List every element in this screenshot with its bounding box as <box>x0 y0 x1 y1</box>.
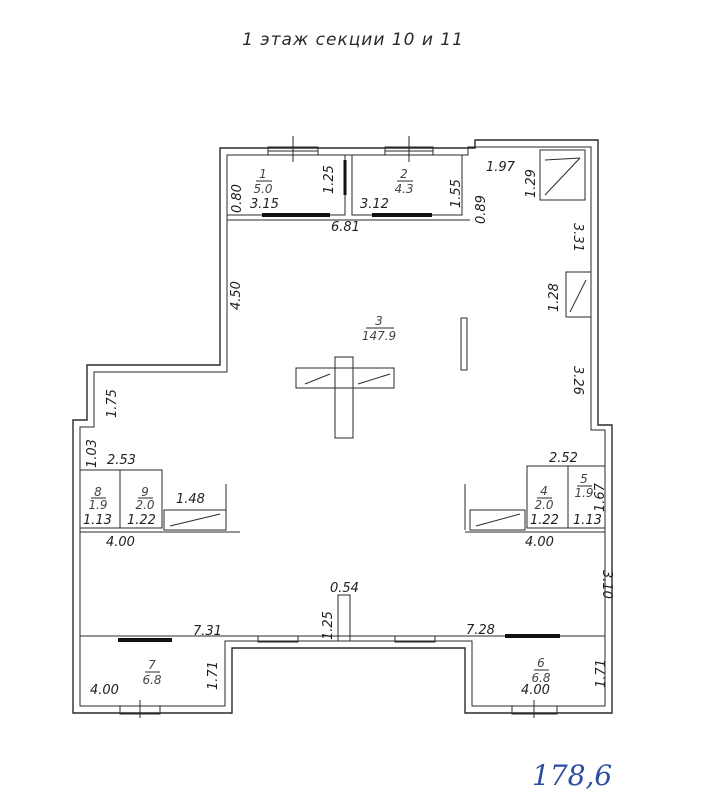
plan-title: 1 этаж секции 10 и 11 <box>242 30 464 50</box>
window-bottom-right <box>511 700 558 718</box>
window-top-2 <box>384 136 434 162</box>
dimension-labels: 0.80 3.15 1.25 3.12 1.55 0.89 6.81 1.97 … <box>83 160 614 698</box>
right-room-block <box>464 465 606 533</box>
dim-room5-w: 1.13 <box>573 513 602 528</box>
room-9-area: 2.0 <box>135 498 154 512</box>
dim-column-h: 1.25 <box>321 611 336 640</box>
room-4-area: 2.0 <box>534 498 553 512</box>
total-area-handwritten: 178,6 <box>532 759 612 792</box>
dim-right-span: 4.00 <box>525 535 554 550</box>
outer-walls <box>72 139 613 714</box>
window-mid-bottom <box>257 635 436 643</box>
room-6-number: 6 <box>537 656 545 670</box>
dim-right-niche: 1.28 <box>547 283 562 312</box>
dim-top-span: 6.81 <box>331 220 360 235</box>
dim-right-block-w: 2.52 <box>549 451 578 466</box>
dim-left-span: 4.00 <box>106 535 135 550</box>
stair-box <box>539 149 586 201</box>
vertical-element <box>460 317 468 371</box>
dim-room5-h: 1.67 <box>593 482 608 512</box>
dim-bottom-right-span: 7.28 <box>466 623 495 638</box>
dim-left-shelf-w: 1.48 <box>176 492 205 507</box>
dim-room6-h: 1.71 <box>594 659 609 688</box>
room-5-number: 5 <box>580 472 588 486</box>
room-1-area: 5.0 <box>253 182 272 196</box>
room-7-area: 6.8 <box>142 673 161 687</box>
room-7-number: 7 <box>148 658 156 672</box>
dim-room1-h: 1.25 <box>322 165 337 194</box>
dim-room1-w: 3.15 <box>250 197 279 212</box>
right-niche <box>565 271 592 318</box>
dim-right-mid-h: 3.10 <box>599 570 614 599</box>
dim-gap-h: 0.89 <box>474 195 489 224</box>
dim-left-small: 1.03 <box>85 439 100 468</box>
dim-room2-w: 3.12 <box>360 197 389 212</box>
dim-left-block-w: 2.53 <box>107 453 136 468</box>
left-room-block <box>79 469 240 533</box>
dim-left-upper: 4.50 <box>229 281 244 310</box>
dim-top-left-room-h: 0.80 <box>230 184 245 213</box>
room-2-number: 2 <box>400 167 408 181</box>
dim-room8-w: 1.13 <box>83 513 112 528</box>
bottom-pillar <box>337 594 351 642</box>
dim-room6-w: 4.00 <box>521 683 550 698</box>
dim-right-lower: 3.26 <box>570 366 585 395</box>
dim-left-step: 1.75 <box>105 389 120 418</box>
room-4-number: 4 <box>540 484 548 498</box>
window-bottom-left <box>119 700 161 718</box>
room-3-area: 147.9 <box>362 329 396 343</box>
dim-column-w: 0.54 <box>330 581 359 596</box>
dim-room7-h: 1.71 <box>206 661 221 690</box>
dim-stair-w: 1.97 <box>486 160 516 175</box>
room-6-area: 6.8 <box>531 671 550 685</box>
room-2-area: 4.3 <box>394 182 413 196</box>
dim-room2-h: 1.55 <box>449 179 464 208</box>
dim-stair-h: 1.29 <box>524 169 539 198</box>
dim-right-upper: 3.31 <box>570 223 585 252</box>
room-labels: 1 5.0 2 4.3 3 147.9 8 1.9 9 2.0 4 2.0 5 … <box>88 167 593 687</box>
room-1-number: 1 <box>259 167 267 181</box>
dim-room9-w: 1.22 <box>127 513 156 528</box>
room-8-number: 8 <box>94 485 102 499</box>
room-5-area: 1.9 <box>574 486 593 500</box>
central-column <box>295 356 395 439</box>
dim-bottom-left-span: 7.31 <box>193 624 222 639</box>
room-3-number: 3 <box>375 314 383 328</box>
window-top-1 <box>267 136 319 162</box>
dim-room4-w: 1.22 <box>530 513 559 528</box>
room-8-area: 1.9 <box>88 498 107 512</box>
room-9-number: 9 <box>141 485 149 499</box>
dim-room7-w: 4.00 <box>90 683 119 698</box>
